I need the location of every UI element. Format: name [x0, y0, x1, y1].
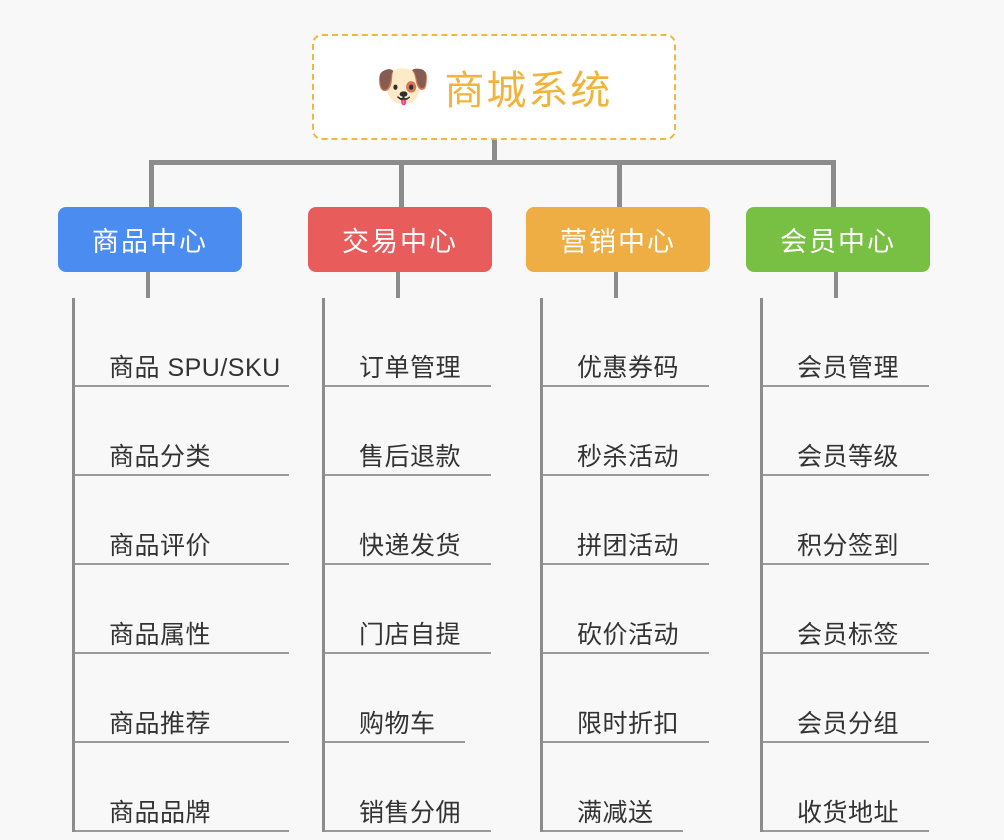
category-header-member-center[interactable]: 会员中心 — [746, 207, 930, 272]
leaf-list-trade-center: 订单管理售后退款快递发货门店自提购物车销售分佣 — [322, 298, 491, 832]
leaf-item-label: 会员等级 — [797, 442, 900, 471]
leaf-item-label: 购物车 — [359, 709, 436, 738]
leaf-item-label: 售后退款 — [359, 442, 462, 471]
leaf-item[interactable]: 售后退款 — [325, 387, 491, 476]
category-column-trade-center: 交易中心订单管理售后退款快递发货门店自提购物车销售分佣 — [308, 207, 492, 832]
trunk-connector — [492, 140, 497, 164]
root-node[interactable]: 🐶 商城系统 — [312, 34, 676, 140]
category-header-product-center[interactable]: 商品中心 — [58, 207, 242, 272]
leaf-item-label: 订单管理 — [359, 353, 462, 382]
leaf-item-label: 优惠券码 — [577, 353, 680, 382]
leaf-item[interactable]: 优惠券码 — [543, 298, 709, 387]
root-title: 商城系统 — [444, 69, 613, 113]
leaf-item-label: 收货地址 — [797, 798, 900, 827]
leaf-list-marketing-center: 优惠券码秒杀活动拼团活动砍价活动限时折扣满减送 — [540, 298, 709, 832]
category-header-label: 交易中心 — [342, 227, 458, 257]
branch-connector-2 — [399, 160, 404, 208]
category-column-marketing-center: 营销中心优惠券码秒杀活动拼团活动砍价活动限时折扣满减送 — [526, 207, 710, 832]
leaf-item-label: 满减送 — [577, 798, 654, 827]
branch-connector-4 — [831, 160, 836, 208]
leaf-item-label: 商品分类 — [109, 442, 212, 471]
leaf-item[interactable]: 满减送 — [543, 743, 683, 832]
category-stub-connector — [146, 272, 150, 298]
leaf-item-label: 门店自提 — [359, 620, 462, 649]
category-stub-connector — [614, 272, 618, 298]
category-column-product-center: 商品中心商品 SPU/SKU 商品分类商品评价商品属性商品推荐商品品牌 — [58, 207, 289, 832]
category-header-label: 营销中心 — [560, 227, 676, 257]
leaf-item[interactable]: 门店自提 — [325, 565, 491, 654]
leaf-item-label: 快递发货 — [359, 531, 462, 560]
category-header-label: 会员中心 — [780, 227, 896, 257]
category-column-member-center: 会员中心会员管理会员等级积分签到会员标签会员分组收货地址 — [746, 207, 930, 832]
leaf-item[interactable]: 拼团活动 — [543, 476, 709, 565]
leaf-item-label: 商品 SPU/SKU — [109, 353, 281, 382]
leaf-item[interactable]: 收货地址 — [763, 743, 929, 832]
branch-connector-3 — [617, 160, 622, 208]
leaf-item-label: 砍价活动 — [577, 620, 680, 649]
leaf-item[interactable]: 会员标签 — [763, 565, 929, 654]
leaf-item-label: 会员标签 — [797, 620, 900, 649]
leaf-item-label: 商品推荐 — [109, 709, 212, 738]
category-header-label: 商品中心 — [92, 227, 208, 257]
leaf-item[interactable]: 商品 SPU/SKU — [75, 298, 289, 387]
leaf-item-label: 销售分佣 — [359, 798, 462, 827]
category-stub-connector — [834, 272, 838, 298]
branch-connector-1 — [149, 160, 154, 208]
leaf-item[interactable]: 会员管理 — [763, 298, 929, 387]
leaf-item[interactable]: 会员等级 — [763, 387, 929, 476]
category-stub-connector — [396, 272, 400, 298]
leaf-item[interactable]: 销售分佣 — [325, 743, 491, 832]
leaf-item[interactable]: 会员分组 — [763, 654, 929, 743]
leaf-item[interactable]: 限时折扣 — [543, 654, 709, 743]
leaf-item[interactable]: 积分签到 — [763, 476, 929, 565]
leaf-item-label: 会员分组 — [797, 709, 900, 738]
leaf-item[interactable]: 商品品牌 — [75, 743, 289, 832]
leaf-item-label: 商品属性 — [109, 620, 212, 649]
leaf-item-label: 限时折扣 — [577, 709, 680, 738]
leaf-item[interactable]: 快递发货 — [325, 476, 491, 565]
bus-connector — [149, 160, 836, 165]
leaf-list-member-center: 会员管理会员等级积分签到会员标签会员分组收货地址 — [760, 298, 929, 832]
shiba-dog-emoji-icon: 🐶 — [375, 62, 431, 111]
leaf-item[interactable]: 秒杀活动 — [543, 387, 709, 476]
leaf-item[interactable]: 购物车 — [325, 654, 465, 743]
leaf-item-label: 商品评价 — [109, 531, 212, 560]
leaf-list-product-center: 商品 SPU/SKU 商品分类商品评价商品属性商品推荐商品品牌 — [72, 298, 289, 832]
leaf-item-label: 会员管理 — [797, 353, 900, 382]
leaf-item-label: 积分签到 — [797, 531, 900, 560]
leaf-item[interactable]: 砍价活动 — [543, 565, 709, 654]
leaf-item-label: 商品品牌 — [109, 798, 212, 827]
leaf-item[interactable]: 商品分类 — [75, 387, 289, 476]
category-header-marketing-center[interactable]: 营销中心 — [526, 207, 710, 272]
category-header-trade-center[interactable]: 交易中心 — [308, 207, 492, 272]
leaf-item[interactable]: 商品评价 — [75, 476, 289, 565]
leaf-item-label: 秒杀活动 — [577, 442, 680, 471]
leaf-item[interactable]: 商品推荐 — [75, 654, 289, 743]
leaf-item-label: 拼团活动 — [577, 531, 680, 560]
leaf-item[interactable]: 订单管理 — [325, 298, 491, 387]
leaf-item[interactable]: 商品属性 — [75, 565, 289, 654]
